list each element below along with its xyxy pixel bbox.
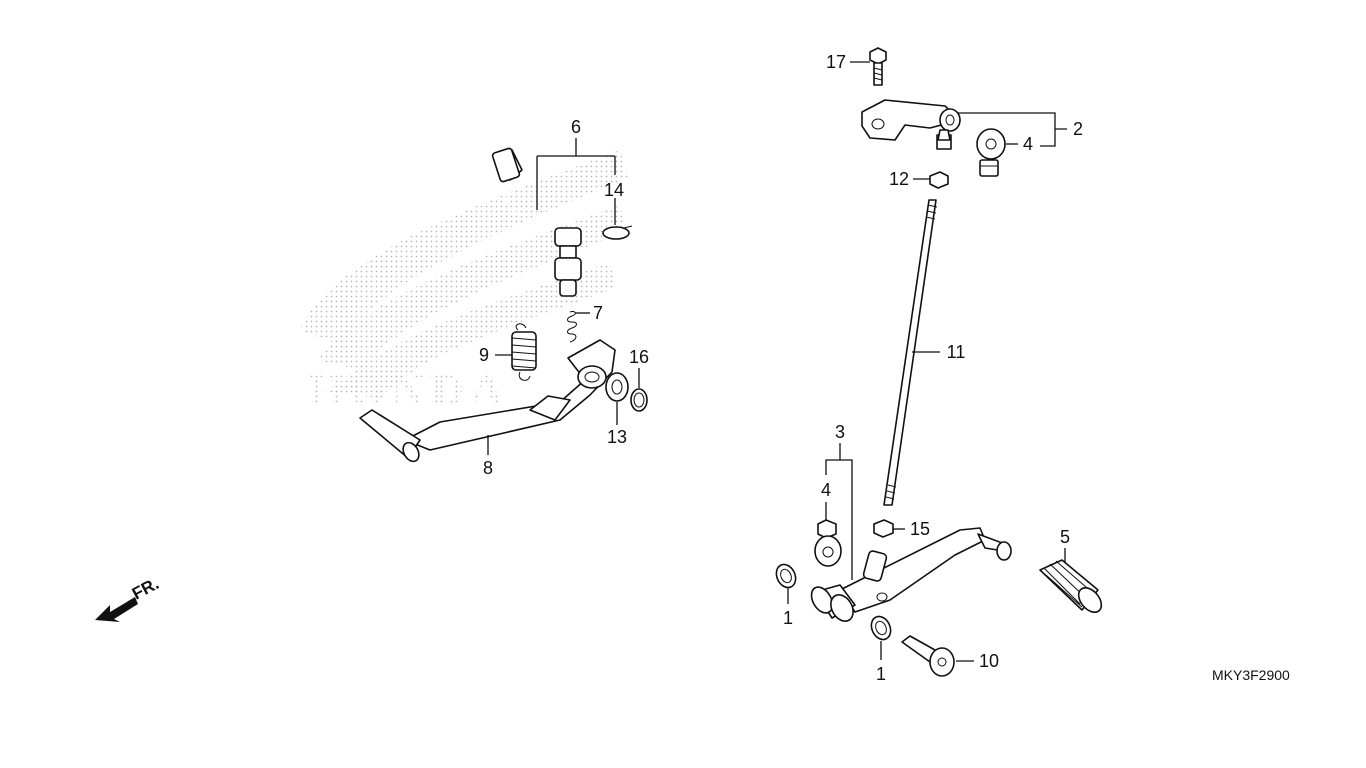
callout-1-a: 1 — [783, 608, 793, 628]
honda-wing-watermark: HONDA — [300, 150, 628, 415]
part-6-shift-switch — [491, 147, 582, 297]
part-12-nut — [929, 171, 949, 189]
callout-13: 13 — [607, 427, 627, 447]
callout-4-lower: 4 — [821, 480, 831, 500]
part-15-nut — [873, 519, 894, 538]
part-14-clip — [602, 225, 633, 240]
callout-5: 5 — [1060, 527, 1070, 547]
part-16-circlip — [630, 388, 648, 412]
part-7-spring — [567, 311, 577, 343]
callout-16: 16 — [629, 347, 649, 367]
callout-labels: 6 14 7 9 16 13 8 17 2 4 12 11 3 4 15 5 1… — [479, 52, 1083, 684]
honda-watermark-text: HONDA — [308, 364, 509, 415]
part-11-shift-rod — [883, 199, 938, 506]
callout-3: 3 — [835, 422, 845, 442]
front-direction-arrow: FR. — [95, 574, 162, 622]
part-13-washer — [605, 372, 629, 402]
callout-1-b: 1 — [876, 664, 886, 684]
part-17-bolt — [869, 47, 887, 86]
callout-14: 14 — [604, 180, 624, 200]
callout-15: 15 — [910, 519, 930, 539]
callout-17: 17 — [826, 52, 846, 72]
part-3-shift-lever — [810, 527, 1012, 622]
callout-4-top: 4 — [1023, 134, 1033, 154]
callout-10: 10 — [979, 651, 999, 671]
part-4-ball-joint-top — [976, 128, 1006, 177]
diagram-code: MKY3F2900 — [1212, 667, 1290, 683]
part-1-washer-a — [775, 563, 797, 589]
front-arrow-icon — [95, 597, 138, 622]
callout-9: 9 — [479, 345, 489, 365]
pedal-rubber-grip — [359, 409, 421, 463]
part-8-brake-pedal — [359, 339, 616, 463]
leader-lines — [487, 61, 1067, 662]
callout-12: 12 — [889, 169, 909, 189]
callout-7: 7 — [593, 303, 603, 323]
part-4-ball-joint-lower — [814, 519, 842, 567]
callout-8: 8 — [483, 458, 493, 478]
callout-2: 2 — [1073, 119, 1083, 139]
part-2-shift-arm — [861, 99, 961, 150]
part-5-shift-rubber — [1039, 559, 1103, 613]
part-10-pivot-bolt — [901, 635, 955, 677]
part-1-washer-b — [870, 615, 892, 641]
callout-6: 6 — [571, 117, 581, 137]
callout-11: 11 — [947, 342, 966, 362]
part-9-spring — [511, 323, 537, 381]
